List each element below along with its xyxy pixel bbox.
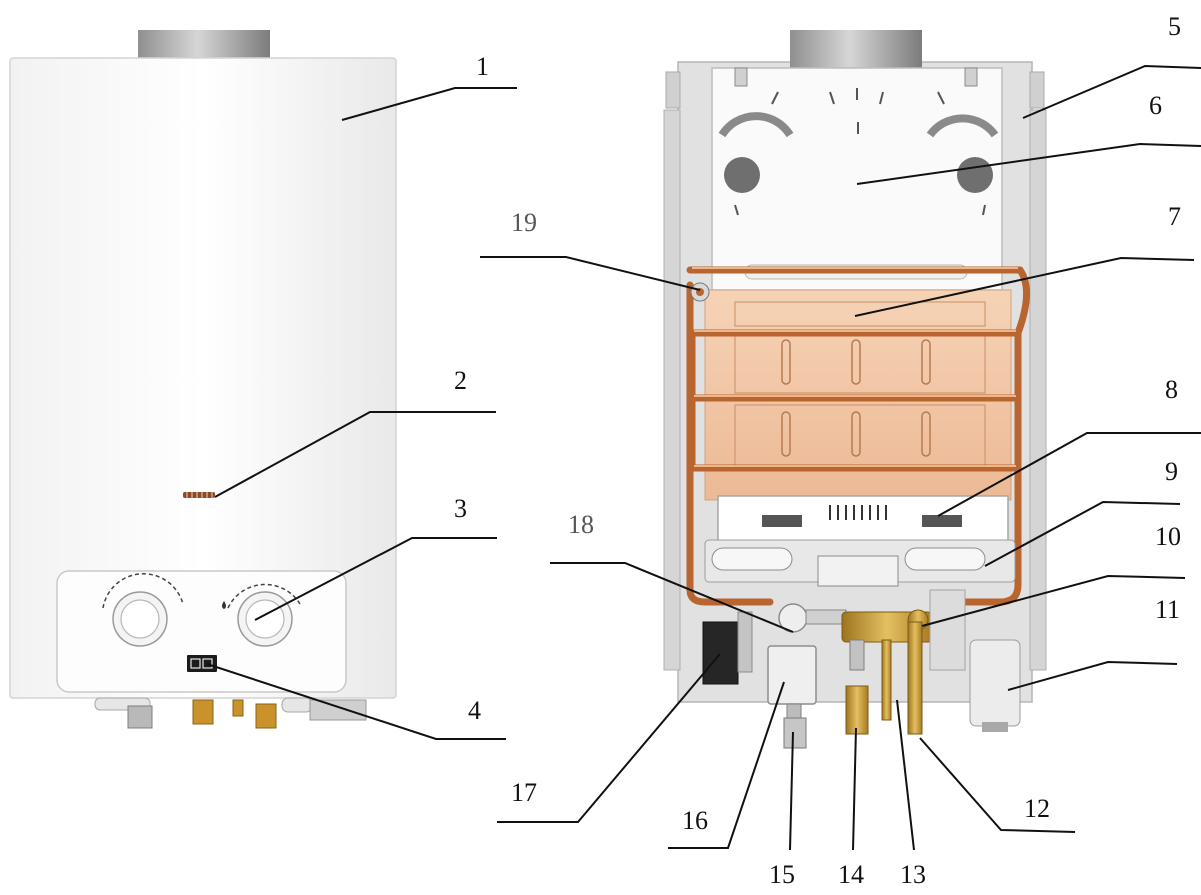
leader-15: [789, 731, 794, 851]
gas-pipe: [881, 639, 892, 721]
leader-lines: [206, 64, 1201, 851]
callout-18: 18: [568, 510, 594, 539]
leader-5: [1022, 64, 1201, 119]
side-rail-right: [1029, 109, 1047, 671]
callout-1: 1: [476, 52, 489, 81]
callout-14: 14: [838, 860, 864, 889]
gas-knob: [102, 573, 184, 647]
callout-12: 12: [1024, 794, 1050, 823]
leader-10: [921, 574, 1186, 627]
leader-14: [852, 727, 857, 851]
flame-indicator-window: [183, 492, 215, 498]
callout-6: 6: [1149, 91, 1162, 120]
callout-11: 11: [1155, 595, 1181, 624]
leader-19: [480, 256, 701, 291]
callout-8: 8: [1165, 375, 1178, 404]
leader-17: [497, 653, 721, 823]
callout-5: 5: [1168, 12, 1181, 41]
callout-10: 10: [1155, 522, 1181, 551]
leader-1: [341, 87, 517, 121]
leader-2: [214, 411, 496, 498]
burner-assembly: [704, 495, 1016, 587]
leader-11: [1007, 660, 1178, 691]
control-panel: [56, 570, 347, 693]
side-rail-left: [663, 109, 681, 671]
leader-16: [668, 681, 785, 849]
internal-flue-pipe: [790, 30, 922, 70]
leader-3: [254, 537, 497, 621]
leader-7: [854, 256, 1195, 317]
callout-15: 15: [769, 860, 795, 889]
temperature-display: [187, 655, 217, 672]
water-valve-tap: [969, 639, 1021, 727]
water-inlet: [783, 717, 807, 749]
callout-7: 7: [1168, 202, 1181, 231]
gas-inlet: [845, 685, 869, 735]
front-casing: [9, 57, 397, 699]
copper-coil-highlight: [692, 267, 1018, 467]
battery-box: [702, 621, 739, 685]
front-flue-pipe: [138, 30, 270, 62]
callout-16: 16: [682, 806, 708, 835]
hot-water-outlet: [907, 621, 923, 735]
front-view: [9, 30, 397, 729]
leader-6: [856, 142, 1201, 185]
leader-13: [896, 699, 915, 851]
callout-4: 4: [468, 696, 481, 725]
leader-8: [937, 432, 1201, 517]
callout-2: 2: [454, 366, 467, 395]
front-bottom-connections: [94, 697, 367, 729]
leader-12: [919, 737, 1076, 833]
callout-17: 17: [511, 778, 537, 807]
frame-bracket: [929, 589, 966, 671]
callout-3: 3: [454, 494, 467, 523]
callout-19: 19: [511, 208, 537, 237]
overheat-sensor: [690, 282, 710, 302]
flue-hood: [711, 67, 1003, 291]
water-gas-linkage-valve: [778, 603, 847, 633]
callout-13: 13: [900, 860, 926, 889]
callout-9: 9: [1165, 457, 1178, 486]
leader-9: [984, 500, 1181, 567]
side-flange-left: [665, 71, 681, 109]
pulse-igniter: [767, 645, 817, 705]
leader-18: [550, 562, 794, 633]
water-drop-icon: [222, 601, 226, 609]
internal-view: [663, 30, 1047, 749]
leader-4: [206, 663, 506, 740]
side-flange-right: [1029, 71, 1045, 109]
